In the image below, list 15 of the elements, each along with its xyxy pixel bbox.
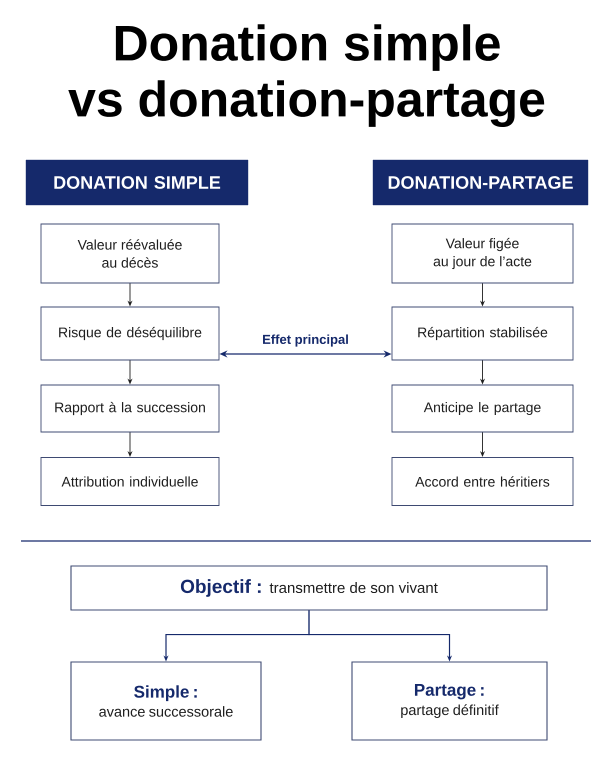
process-box: Risque de déséquilibre — [40, 306, 220, 360]
edge-label: Effet principal — [260, 332, 350, 348]
process-box: Valeur réévaluée au décès — [40, 224, 220, 284]
column-header: DONATION SIMPLE — [26, 160, 248, 206]
process-box: Répartition stabilisée — [392, 306, 574, 360]
process-box: Anticipe le partage — [392, 384, 574, 432]
outcome-box: Simple : avance successorale — [70, 661, 262, 741]
objective-box: Objectif : transmettre de son vivant — [70, 565, 548, 611]
outcome-box: Partage : partage définitif — [351, 661, 548, 741]
title: Donation simple vs donation-partage — [68, 24, 544, 128]
process-box: Accord entre héritiers — [392, 457, 574, 506]
column-header: DONATION-PARTAGE — [372, 160, 588, 206]
process-box: Rapport à la succession — [40, 384, 220, 432]
process-box: Valeur figée au jour de l’acte — [392, 224, 574, 284]
process-box: Attribution individuelle — [40, 457, 220, 506]
